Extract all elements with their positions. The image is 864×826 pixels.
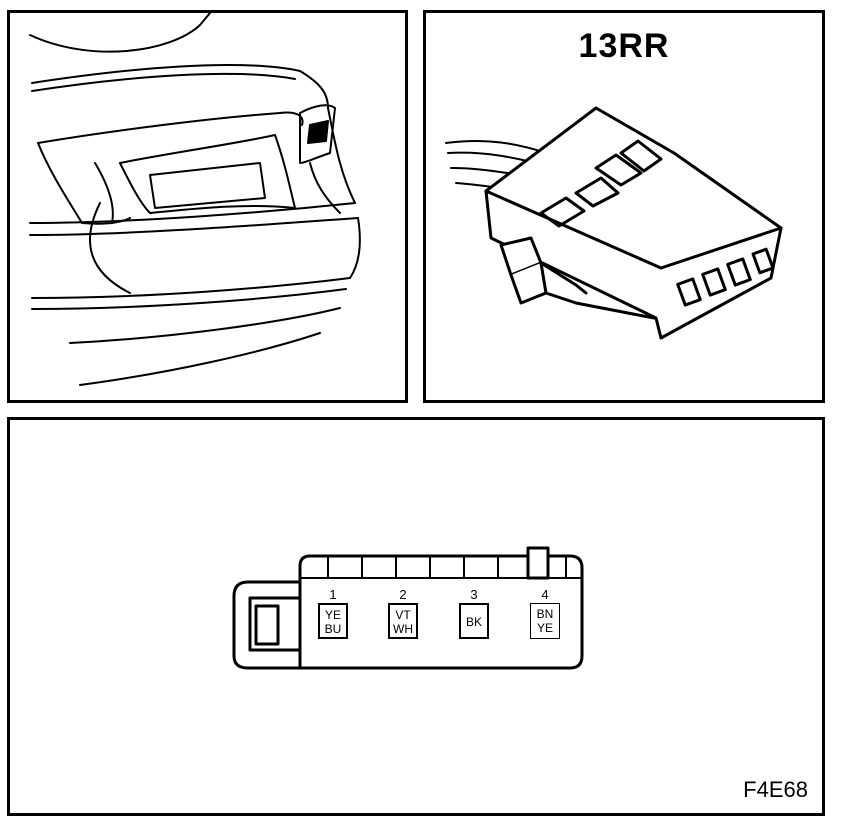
- pinout-panel: 1 2 3 4 YE BU VT WH BK BN YE F4E68: [7, 417, 825, 816]
- connector-face-outline: [232, 546, 584, 670]
- pin-1-cavity: YE BU: [318, 603, 348, 639]
- connector-3d-illustration: [445, 106, 783, 340]
- car-rear-illustration: [29, 13, 361, 386]
- pin-3-cavity: BK: [459, 603, 489, 639]
- pin-3-number: 3: [470, 587, 478, 602]
- pin-3-color-a: BK: [465, 615, 482, 629]
- pin-1-color-b: BU: [324, 622, 342, 636]
- connector-label: 13RR: [578, 27, 670, 65]
- pin-4-number: 4: [541, 587, 549, 602]
- pin-2-number: 2: [399, 587, 407, 602]
- pin-1-number: 1: [329, 587, 337, 602]
- pin-2-color-a: VT: [395, 608, 411, 622]
- pin-2-color-b: WH: [393, 622, 413, 636]
- figure-code: F4E68: [743, 777, 808, 802]
- connector-view-panel: 13RR: [423, 10, 825, 403]
- pin-4-color-b: YE: [536, 621, 553, 635]
- car-rear-panel: [7, 10, 408, 403]
- pin-4-cavity: BN YE: [530, 603, 560, 639]
- pin-4-color-a: BN: [536, 607, 554, 621]
- pin-1-color-a: YE: [324, 608, 341, 622]
- pin-2-cavity: VT WH: [388, 603, 418, 639]
